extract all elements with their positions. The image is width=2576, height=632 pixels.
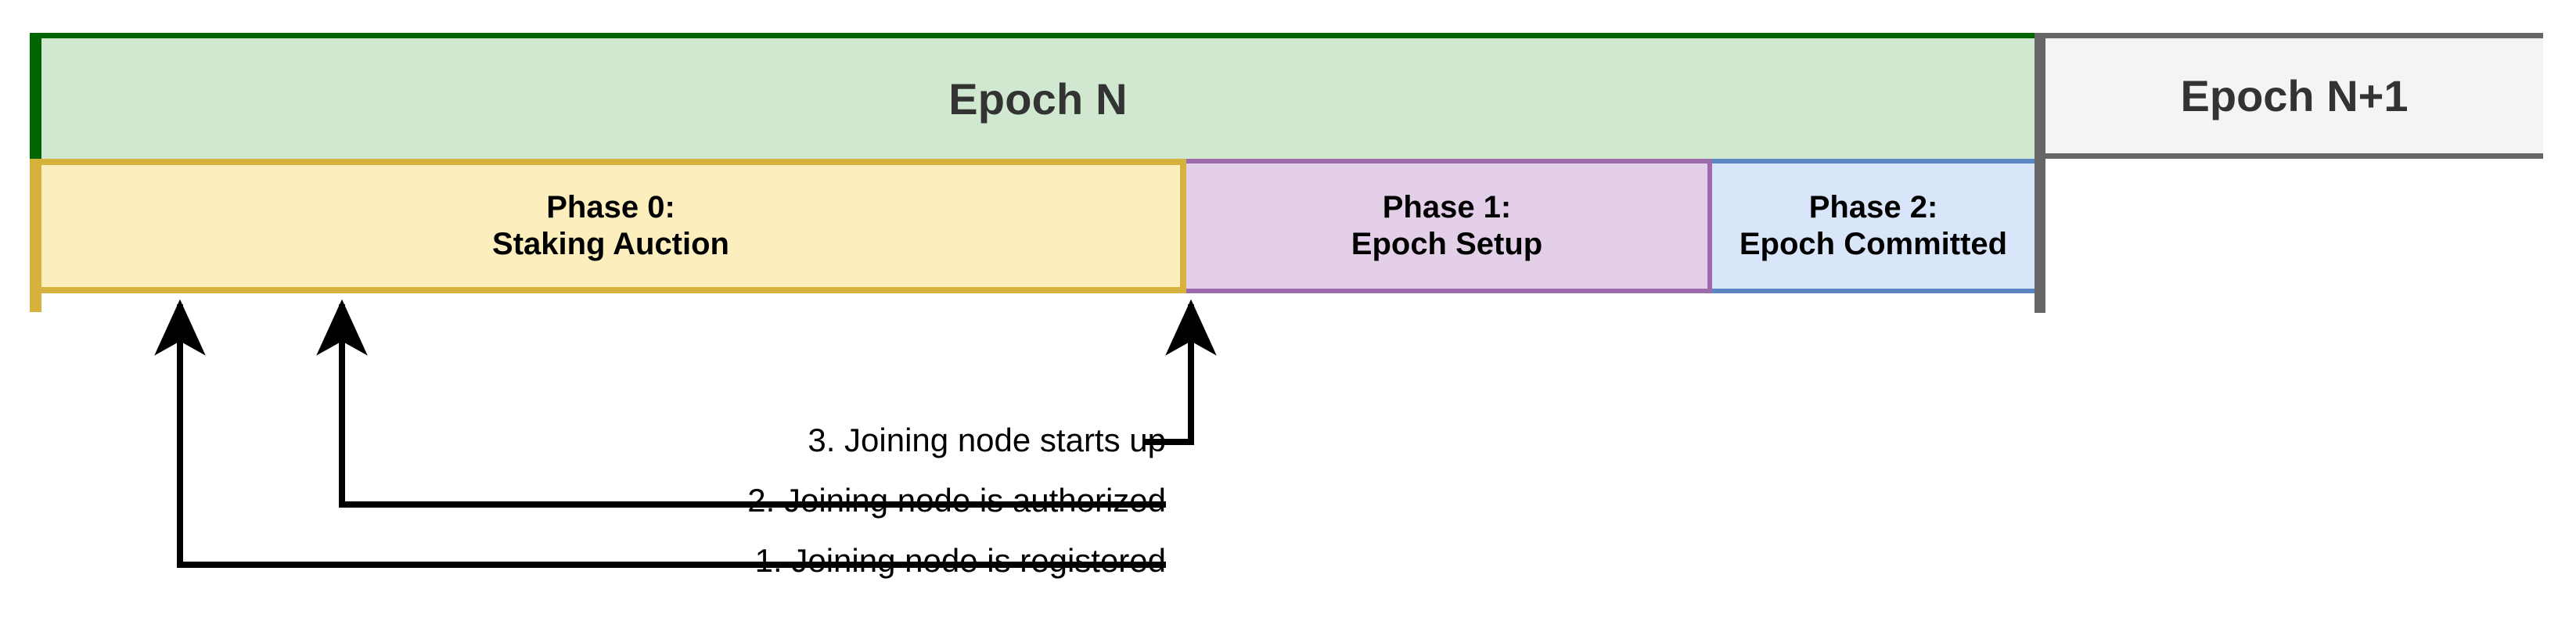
epoch-n-plus-1-band: Epoch N+1 [2045,33,2543,159]
callout-2-arrow [316,299,1166,508]
epoch-n-plus-1-label: Epoch N+1 [2180,71,2409,120]
phase-2-box: Phase 2: Epoch Committed [1712,159,2035,293]
callout-3-label: 3. Joining node starts up [808,422,1166,458]
callout-2-label: 2. Joining node is authorized [747,482,1166,519]
epoch-n-label: Epoch N [948,74,1128,124]
epoch-boundary-divider [2035,33,2045,313]
phase-1-box: Phase 1: Epoch Setup [1186,159,1712,293]
phase-1-text: Phase 1: Epoch Setup [1351,189,1542,263]
callout-1-label: 1. Joining node is registered [754,542,1166,579]
phase-0-title: Phase 0: [546,189,675,224]
phase-2-text: Phase 2: Epoch Committed [1693,189,2053,263]
phase-2-subtitle: Epoch Committed [1739,227,2008,261]
phase-1-subtitle: Epoch Setup [1351,227,1543,261]
phase-0-text: Phase 0: Staking Auction [492,189,729,263]
phase-1-title: Phase 1: [1382,189,1512,224]
phase-0-subtitle: Staking Auction [492,227,729,261]
phase-0-box: Phase 0: Staking Auction [30,159,1186,293]
phase-2-title: Phase 2: [1808,189,1938,224]
phase-0-left-border-stub [30,293,41,312]
epoch-n-band: Epoch N [30,33,2035,159]
